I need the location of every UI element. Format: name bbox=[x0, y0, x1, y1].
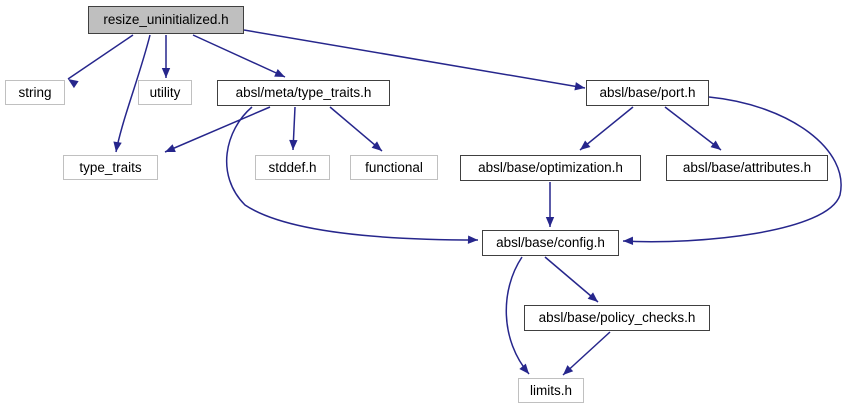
arrowhead-policy_checks_h-to-limits_h bbox=[563, 365, 574, 375]
graph-node-policy_checks_h[interactable]: absl/base/policy_checks.h bbox=[524, 305, 710, 331]
graph-node-utility[interactable]: utility bbox=[138, 80, 192, 105]
arrowhead-resize_uninitialized-to-type_traits bbox=[113, 141, 122, 152]
arrowhead-config_h-to-policy_checks_h bbox=[587, 292, 598, 302]
edge-resize_uninitialized-to-type_traits_h bbox=[192, 34, 286, 78]
edge-type_traits_h-to-config_h bbox=[225, 106, 479, 241]
edge-policy_checks_h-to-limits_h bbox=[562, 331, 611, 376]
edge-resize_uninitialized-to-port_h bbox=[243, 29, 586, 89]
graph-node-label: absl/base/optimization.h bbox=[478, 160, 623, 176]
arrowhead-resize_uninitialized-to-utility bbox=[161, 68, 171, 78]
graph-node-label: functional bbox=[365, 159, 423, 175]
arrowhead-port_h-to-config_h bbox=[623, 236, 634, 246]
edge-resize_uninitialized-to-string bbox=[67, 34, 134, 80]
graph-node-limits_h[interactable]: limits.h bbox=[518, 378, 584, 403]
graph-node-label: absl/base/policy_checks.h bbox=[538, 310, 696, 326]
arrowhead-port_h-to-optimization_h bbox=[580, 140, 591, 150]
graph-node-label: type_traits bbox=[79, 159, 142, 175]
graph-node-type_traits_h[interactable]: absl/meta/type_traits.h bbox=[217, 80, 390, 106]
graph-node-resize_uninitialized[interactable]: resize_uninitialized.h bbox=[88, 6, 244, 34]
arrowhead-resize_uninitialized-to-port_h bbox=[574, 82, 585, 91]
arrowhead-resize_uninitialized-to-type_traits_h bbox=[274, 68, 285, 77]
graph-node-port_h[interactable]: absl/base/port.h bbox=[586, 80, 709, 106]
graph-node-functional[interactable]: functional bbox=[350, 155, 438, 180]
arrowhead-optimization_h-to-config_h bbox=[545, 217, 555, 227]
graph-node-optimization_h[interactable]: absl/base/optimization.h bbox=[460, 155, 641, 181]
arrowhead-port_h-to-attributes_h bbox=[710, 140, 721, 150]
arrowhead-resize_uninitialized-to-string bbox=[68, 79, 79, 89]
edge-resize_uninitialized-to-type_traits bbox=[115, 34, 151, 153]
graph-node-label: string bbox=[18, 84, 52, 100]
graph-node-label: stddef.h bbox=[268, 159, 317, 175]
graph-node-label: resize_uninitialized.h bbox=[103, 12, 229, 28]
graph-node-type_traits[interactable]: type_traits bbox=[63, 155, 158, 180]
graph-node-label: absl/base/port.h bbox=[599, 85, 696, 101]
edge-port_h-to-optimization_h bbox=[579, 106, 634, 151]
graph-node-label: absl/base/attributes.h bbox=[682, 160, 812, 176]
edge-config_h-to-limits_h bbox=[505, 256, 530, 375]
edge-port_h-to-attributes_h bbox=[664, 106, 722, 151]
graph-node-string[interactable]: string bbox=[5, 80, 65, 105]
graph-node-attributes_h[interactable]: absl/base/attributes.h bbox=[666, 155, 828, 181]
arrowhead-type_traits_h-to-type_traits bbox=[165, 144, 176, 152]
graph-node-label: utility bbox=[149, 84, 181, 100]
arrowhead-config_h-to-limits_h bbox=[519, 363, 529, 374]
graph-node-label: limits.h bbox=[529, 382, 572, 398]
graph-node-stddef_h[interactable]: stddef.h bbox=[255, 155, 330, 180]
edge-type_traits_h-to-functional bbox=[329, 106, 383, 152]
arrowhead-type_traits_h-to-config_h bbox=[467, 235, 478, 244]
edge-config_h-to-policy_checks_h bbox=[544, 256, 599, 303]
graph-node-label: absl/base/config.h bbox=[496, 235, 605, 251]
arrowhead-type_traits_h-to-stddef_h bbox=[289, 139, 298, 150]
arrowhead-type_traits_h-to-functional bbox=[371, 141, 382, 151]
graph-node-config_h[interactable]: absl/base/config.h bbox=[482, 230, 619, 256]
edge-port_h-to-config_h bbox=[622, 96, 842, 243]
edge-type_traits_h-to-type_traits bbox=[164, 106, 271, 153]
graph-node-label: absl/meta/type_traits.h bbox=[235, 85, 372, 101]
